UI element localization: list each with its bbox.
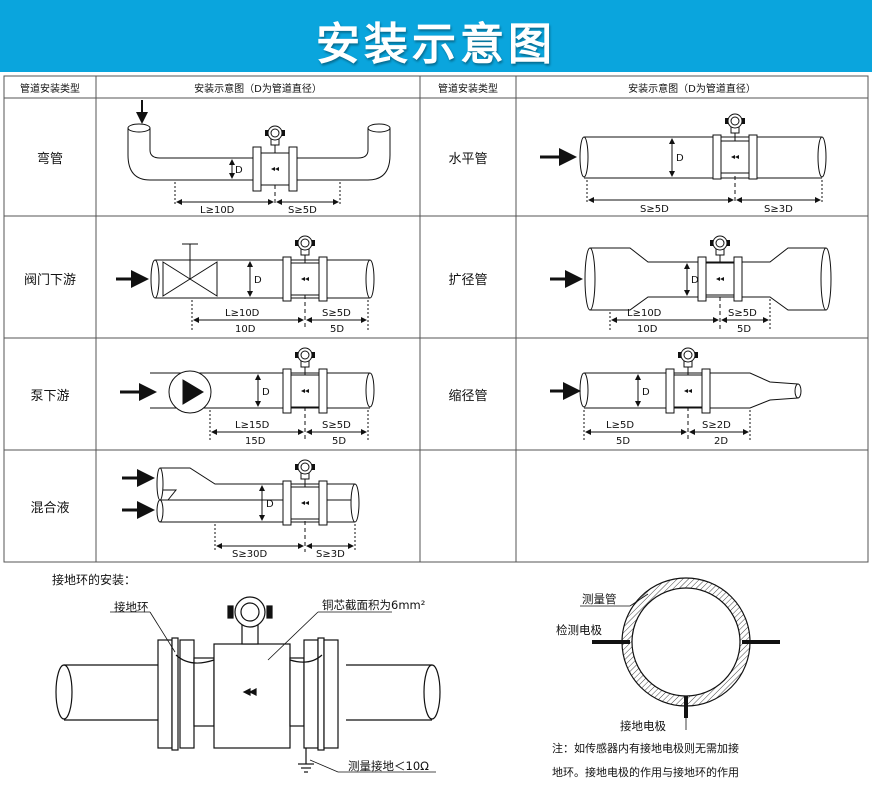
reduce-l2-label: 5D	[616, 436, 630, 447]
electrode-tube-label: 测量管	[582, 592, 617, 606]
reduce-l-label: L≥5D	[606, 420, 634, 431]
diagram-expand-pipe	[550, 247, 832, 330]
table-grid	[3, 75, 869, 563]
row-label-mix: 混合液	[30, 501, 70, 516]
ground-ring-diagram	[55, 596, 441, 773]
row-label-expand: 扩径管	[448, 273, 488, 288]
electrode-ground-label: 接地电极	[620, 719, 666, 733]
header-type-right: 管道安装类型	[438, 84, 498, 95]
row-label-pump: 泵下游	[30, 389, 70, 404]
mix-d-label: D	[266, 499, 274, 510]
electrode-section-diagram	[580, 577, 780, 730]
horizontal-s-label: S≥3D	[764, 204, 793, 215]
diagram-valve-pipe	[116, 243, 375, 330]
expand-l2-label: 10D	[637, 324, 658, 335]
row-label-bend: 弯管	[36, 152, 63, 167]
diagram-reduce-pipe	[550, 372, 802, 440]
row-label-reduce: 缩径管	[448, 389, 488, 404]
electrode-note-line1: 注：如传感器内有接地电极则无需加接	[552, 742, 739, 755]
header-diagram-right: 安装示意图（D为管道直径）	[628, 84, 756, 95]
ground-ring-label: 接地环	[114, 600, 149, 614]
ground-measure-label: 测量接地＜10Ω	[348, 759, 429, 773]
diagram-horizontal-pipe	[540, 120, 827, 204]
valve-d-label: D	[254, 275, 262, 286]
pump-d-label: D	[262, 387, 270, 398]
valve-s-label: S≥5D	[322, 308, 351, 319]
expand-l-label: L≥10D	[627, 308, 662, 319]
pump-l2-label: 15D	[245, 436, 266, 447]
valve-l2-label: 10D	[235, 324, 256, 335]
bend-l-label: L≥10D	[200, 205, 235, 216]
horizontal-l-label: S≥5D	[640, 204, 669, 215]
expand-s2-label: 5D	[737, 324, 751, 335]
ground-wire-label: 铜芯截面积为6mm²	[322, 598, 426, 612]
expand-s-label: S≥5D	[728, 308, 757, 319]
valve-l-label: L≥10D	[225, 308, 260, 319]
reduce-s-label: S≥2D	[702, 420, 731, 431]
row-label-horizontal: 水平管	[448, 152, 488, 167]
row-label-valve: 阀门下游	[23, 273, 76, 288]
pump-s-label: S≥5D	[322, 420, 351, 431]
bend-s-label: S≥5D	[288, 205, 317, 216]
reduce-d-label: D	[642, 387, 650, 398]
valve-s2-label: 5D	[330, 324, 344, 335]
horizontal-d-label: D	[676, 153, 684, 164]
pump-s2-label: 5D	[332, 436, 346, 447]
diagram-pump-pipe	[120, 370, 375, 440]
reduce-s2-label: 2D	[714, 436, 728, 447]
ground-title: 接地环的安装：	[52, 573, 137, 587]
mix-l-label: S≥30D	[232, 549, 267, 560]
mix-s-label: S≥3D	[316, 549, 345, 560]
diagram-mix-pipe	[122, 467, 360, 552]
header-type-left: 管道安装类型	[20, 84, 80, 95]
electrode-detect-label: 检测电极	[556, 623, 602, 637]
pump-l-label: L≥15D	[235, 420, 270, 431]
bend-d-label: D	[235, 165, 243, 176]
header-diagram-left: 安装示意图（D为管道直径）	[194, 84, 322, 95]
expand-d-label: D	[691, 275, 699, 286]
title-banner: 安装示意图	[0, 0, 872, 72]
electrode-note-line2: 地环。接地电极的作用与接地环的作用	[552, 766, 739, 779]
page-title: 安装示意图	[316, 19, 556, 70]
